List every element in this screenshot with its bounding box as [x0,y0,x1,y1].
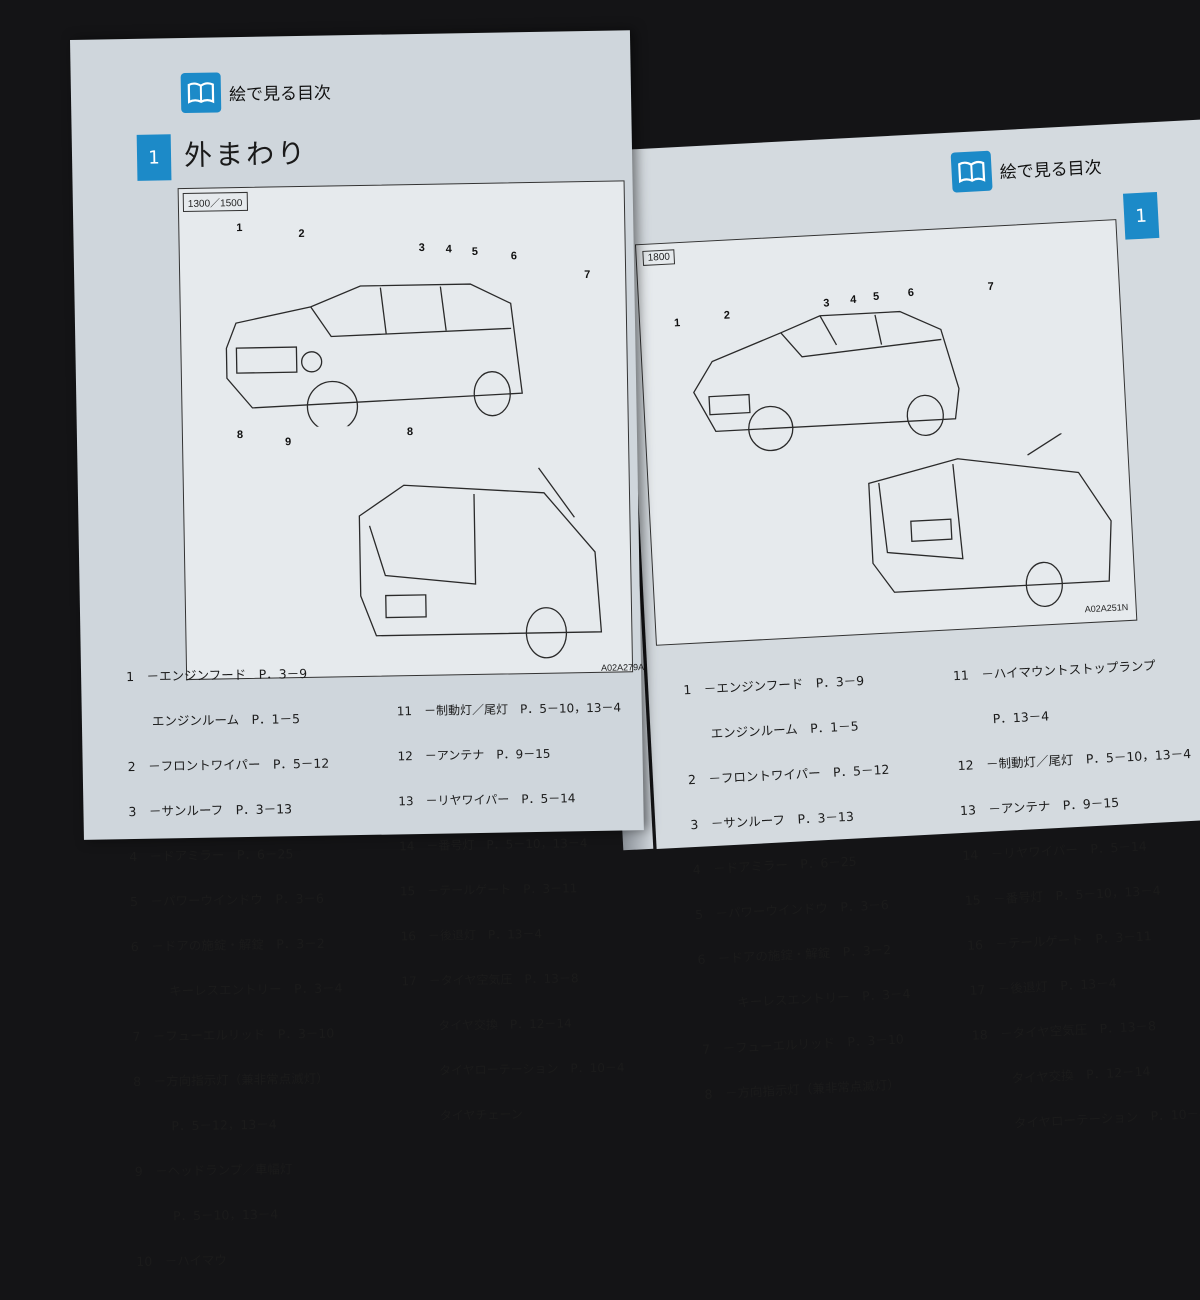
left-page: 絵で見る目次 1 外まわり 1300／1500 1 2 3 4 [70,30,644,840]
legend-row: 12 －制動灯／尾灯 P．5－10，13－4 [957,746,1191,773]
legend-row: タイヤチェーン [404,1105,629,1124]
right-legend-right: 11 －ハイマウントストップランプ P．13－4 12 －制動灯／尾灯 P．5－… [951,626,1200,1163]
legend-row: 14 －番号灯 P．5－10，13－4 [399,835,624,854]
legend-row: 14 －リヤワイパー P．5－14 [962,836,1196,863]
legend-row: 16 －テールゲート P．3－11 [967,926,1200,953]
legend-row: 6 －ドアの施錠・解錠 P．3－2 [697,941,908,967]
legend-row: 16 －後退灯 P．13－4 [401,925,626,944]
legend-row: タイヤローテーション P．10－4 [403,1060,628,1079]
right-callout-1: 1 [674,317,681,329]
right-model-tag: 1800 [642,249,675,266]
legend-row: 11 －ハイマウントストップランプ [953,656,1187,683]
legend-row: エンジンルーム P．1－5 [127,710,338,729]
legend-row: 17 －タイヤ空気圧 P．13－8 [401,970,626,989]
legend-row: 9 －ヘッドランプ／車幅灯 [135,1160,346,1179]
legend-row: 15 －番号灯 P．5－10，13－4 [964,881,1198,908]
legend-row: P．13－4 [955,701,1189,728]
left-legend-right: 11 －制動灯／尾灯 P．5－10，13－4 12 －アンテナ P．9－15 1… [396,670,629,1154]
right-callout-5: 5 [873,291,880,303]
left-callout-9: 9 [285,436,291,448]
legend-row: P．5－10，13－4 [135,1205,346,1224]
right-callout-7: 7 [987,281,994,293]
legend-row: 13 －リヤワイパー P．5－14 [398,790,623,809]
legend-row: 2 －フロントワイパー P．5－12 [688,761,899,787]
legend-row: 10 －ハイマウ [136,1250,347,1269]
photo-scene: 絵で見る目次 1 1800 1 2 3 4 5 6 7 [0,0,1200,829]
left-page-header: 絵で見る目次 [181,70,332,113]
left-figure-frame: 1300／1500 [178,180,634,680]
legend-row: 13 －アンテナ P．9－15 [960,791,1194,818]
legend-row: タイヤ交換 P．12－14 [974,1061,1200,1088]
legend-row: キーレスエントリー P．3－4 [699,986,910,1012]
legend-row: キーレスエントリー P．3－4 [131,980,342,999]
right-callout-3: 3 [823,297,830,309]
legend-row: タイヤローテーション P．10－4 [976,1105,1200,1132]
book-icon [951,151,993,193]
legend-row: エンジンルーム P．1－5 [685,716,896,742]
legend-row: 3 －サンルーフ P．3－13 [690,806,901,832]
left-callout-2: 2 [298,228,304,240]
legend-row: P．5－12，13－4 [134,1115,345,1134]
legend-row: 8 －方向指示灯（兼非常点滅灯） [133,1070,344,1089]
left-callout-8b: 8 [407,426,413,438]
rear-car-illustration [847,430,1126,624]
legend-row: 4 －ドアミラー P．6－25 [692,851,903,877]
rear-car-illustration [343,462,616,667]
left-callout-5: 5 [472,246,478,258]
left-callout-3: 3 [419,242,425,254]
right-figure-frame: 1800 [635,219,1137,646]
right-section-number: 1 [1123,192,1159,240]
legend-row: 15 －テールゲート P．3－11 [400,880,625,899]
right-legend-left: 1 －エンジンフード P．3－9 エンジンルーム P．1－5 2 －フロントワイ… [681,641,917,1131]
left-header-text: 絵で見る目次 [229,78,331,105]
legend-row: 4 －ドアミラー P．6－25 [129,845,340,864]
legend-row: 3 －サンルーフ P．3－13 [128,800,339,819]
book-icon [181,72,222,113]
right-callout-6: 6 [908,287,915,299]
legend-row: 5 －パワーウインドウ P．3－6 [695,896,906,922]
section-title: 外まわり [184,132,309,174]
left-callout-4: 4 [446,243,452,255]
legend-row: 17 －後退灯 P．13－4 [969,971,1200,998]
right-page-header: 絵で見る目次 [951,145,1103,193]
right-callout-4: 4 [850,294,857,306]
left-model-tag: 1300／1500 [183,192,248,212]
legend-row: 1 －エンジンフード P．3－9 [126,665,337,684]
legend-row: 1 －エンジンフード P．3－9 [683,671,894,697]
left-legend-left: 1 －エンジンフード P．3－9 エンジンルーム P．1－5 2 －フロントワイ… [125,635,347,1299]
left-section-number: 1 [137,134,172,181]
legend-row: 11 －制動灯／尾灯 P．5－10，13－4 [397,700,622,719]
left-callout-7: 7 [584,269,590,281]
legend-row: 7 －フューエルリッド P．3－10 [132,1025,343,1044]
legend-row: 12 －アンテナ P．9－15 [397,745,622,764]
legend-row: 2 －フロントワイパー P．5－12 [128,755,339,774]
left-callout-6: 6 [511,250,517,262]
left-callout-1: 1 [236,222,242,234]
legend-row: 7 －フューエルリッド P．3－10 [702,1031,913,1057]
legend-row: 18 －タイヤ空気圧 P．13－8 [971,1016,1200,1043]
legend-row: タイヤ交換 P．12－14 [402,1015,627,1034]
right-header-text: 絵で見る目次 [999,152,1102,182]
front-car-illustration [210,243,533,429]
legend-row: 5 －パワーウインドウ P．3－6 [130,890,341,909]
legend-row: 6 －ドアの施錠・解錠 P．3－2 [131,935,342,954]
left-callout-8: 8 [237,429,243,441]
right-callout-2: 2 [724,309,731,321]
right-page: 絵で見る目次 1 1800 1 2 3 4 5 6 7 [620,119,1200,849]
legend-row: 8 －方向指示灯（兼非常点滅灯） [704,1076,915,1102]
